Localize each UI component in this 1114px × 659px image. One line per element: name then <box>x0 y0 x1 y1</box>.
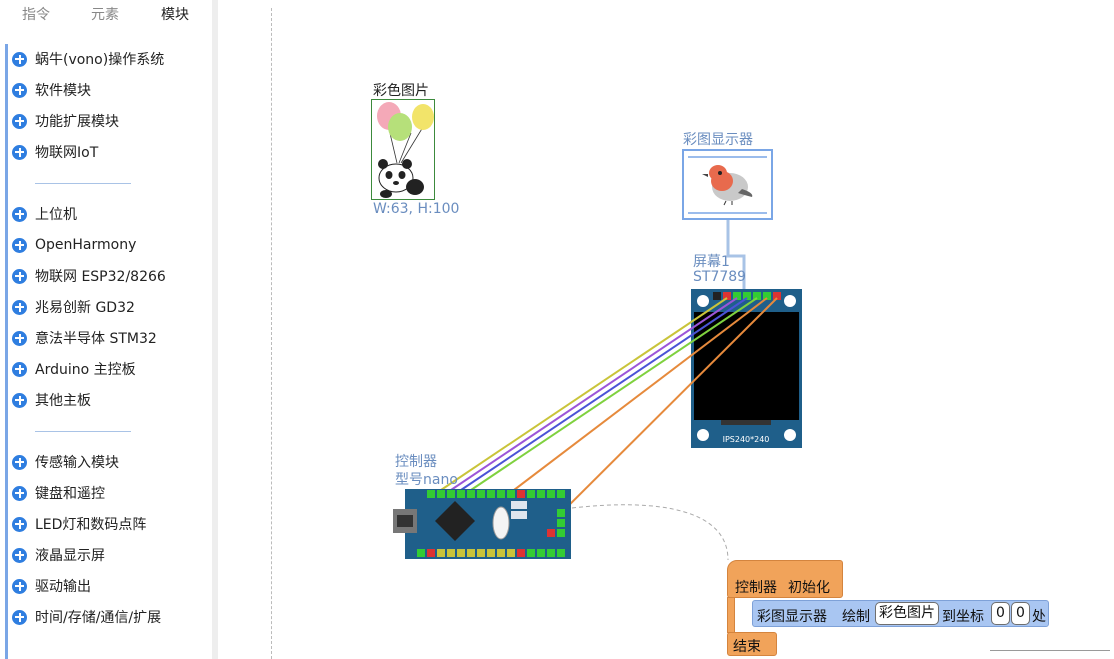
display-screen-link <box>726 220 746 292</box>
expand-plus-icon <box>12 299 27 315</box>
expand-plus-icon <box>12 361 27 377</box>
category-led-matrix[interactable]: LED灯和数码点阵 <box>12 513 146 535</box>
category-host-computer[interactable]: 上位机 <box>12 203 77 225</box>
category-label: 功能扩展模块 <box>35 114 119 130</box>
module-panel: 指令 元素 模块 蜗牛(vono)操作系统 软件模块 功能扩展模块 物联网IoT… <box>0 0 212 659</box>
block-body-rail <box>727 597 735 633</box>
draw-to-label: 到坐标 <box>942 609 984 625</box>
category-label: 蜗牛(vono)操作系统 <box>35 52 165 68</box>
category-iot[interactable]: 物联网IoT <box>12 141 98 163</box>
category-label: 液晶显示屏 <box>35 548 105 564</box>
wire <box>450 297 738 491</box>
category-label: 兆易创新 GD32 <box>35 300 135 316</box>
category-label: 驱动输出 <box>35 579 91 595</box>
expand-plus-icon <box>12 578 27 594</box>
tab-modules[interactable]: 模块 <box>161 7 189 23</box>
category-arduino[interactable]: Arduino 主控板 <box>12 358 136 380</box>
category-lcd[interactable]: 液晶显示屏 <box>12 544 105 566</box>
category-keyboard-remote[interactable]: 键盘和遥控 <box>12 482 105 504</box>
category-label: Arduino 主控板 <box>35 362 136 378</box>
category-label: 时间/存储/通信/扩展 <box>35 610 162 626</box>
expand-plus-icon <box>12 516 27 532</box>
category-label: 键盘和遥控 <box>35 486 105 502</box>
init-action-label: 初始化 <box>788 580 830 596</box>
category-label: LED灯和数码点阵 <box>35 517 147 533</box>
draw-object-label: 彩图显示器 <box>757 609 827 625</box>
category-esp32[interactable]: 物联网 ESP32/8266 <box>12 265 166 287</box>
y-coordinate-slot[interactable]: 0 <box>1011 602 1030 625</box>
screen-model-label: ST7789 <box>693 269 747 285</box>
color-image-component[interactable] <box>371 99 435 200</box>
screen-board-text: IPS240*240 <box>723 435 770 444</box>
category-label: OpenHarmony <box>35 237 137 253</box>
controller-model-label: 型号nano <box>395 472 458 488</box>
tab-elements[interactable]: 元素 <box>91 7 119 23</box>
category-label: 传感输入模块 <box>35 455 119 471</box>
controller-init-block[interactable]: 控制器 初始化 <box>727 560 843 598</box>
display-component-title: 彩图显示器 <box>683 132 753 148</box>
wire <box>460 297 748 491</box>
init-object-label: 控制器 <box>735 580 777 596</box>
category-other-boards[interactable]: 其他主板 <box>12 389 91 411</box>
group-separator <box>35 431 131 432</box>
dashed-link <box>571 504 729 561</box>
expand-plus-icon <box>12 82 27 98</box>
wire <box>470 297 758 491</box>
expand-plus-icon <box>12 268 27 284</box>
category-software-modules[interactable]: 软件模块 <box>12 79 91 101</box>
end-label: 结束 <box>733 639 761 655</box>
expand-plus-icon <box>12 237 27 253</box>
category-label: 物联网IoT <box>35 145 99 161</box>
expand-plus-icon <box>12 547 27 563</box>
category-label: 物联网 ESP32/8266 <box>35 269 166 285</box>
category-vono-os[interactable]: 蜗牛(vono)操作系统 <box>12 48 164 70</box>
controller-name-label: 控制器 <box>395 454 437 470</box>
expand-plus-icon <box>12 113 27 129</box>
expand-plus-icon <box>12 609 27 625</box>
bottom-header-pins <box>417 549 565 557</box>
image-parameter-slot[interactable]: 彩色图片 <box>875 602 939 625</box>
screen-name-label: 屏幕1 <box>693 254 730 270</box>
tab-instructions[interactable]: 指令 <box>22 7 50 23</box>
top-header-pins <box>427 490 565 498</box>
category-time-storage-comm[interactable]: 时间/存储/通信/扩展 <box>12 606 161 628</box>
category-sensor-input[interactable]: 传感输入模块 <box>12 451 119 473</box>
category-label: 其他主板 <box>35 393 91 409</box>
category-label: 意法半导体 STM32 <box>35 331 157 347</box>
panel-resize-edge[interactable] <box>212 0 218 659</box>
expand-plus-icon <box>12 485 27 501</box>
expand-plus-icon <box>12 144 27 160</box>
category-label: 上位机 <box>35 207 77 223</box>
color-display-component[interactable] <box>682 149 774 221</box>
expand-plus-icon <box>12 330 27 346</box>
x-coordinate-slot[interactable]: 0 <box>991 602 1010 625</box>
wire <box>440 297 728 491</box>
expand-plus-icon <box>12 392 27 408</box>
image-component-title: 彩色图片 <box>373 83 429 99</box>
partial-block-bottom <box>990 650 1110 659</box>
category-function-extension[interactable]: 功能扩展模块 <box>12 110 119 132</box>
expand-plus-icon <box>12 51 27 67</box>
group-separator <box>35 183 131 184</box>
image-size-label: W:63, H:100 <box>373 201 460 217</box>
category-label: 软件模块 <box>35 83 91 99</box>
category-openharmony[interactable]: OpenHarmony <box>12 234 136 256</box>
arduino-nano-board[interactable] <box>391 487 573 561</box>
category-drive-output[interactable]: 驱动输出 <box>12 575 91 597</box>
draw-verb-label: 绘制 <box>842 609 870 625</box>
expand-plus-icon <box>12 206 27 222</box>
category-gd32[interactable]: 兆易创新 GD32 <box>12 296 135 318</box>
canvas-divider <box>271 8 272 659</box>
tab-bar: 指令 元素 模块 <box>0 0 212 28</box>
category-stm32[interactable]: 意法半导体 STM32 <box>12 327 157 349</box>
end-block[interactable]: 结束 <box>727 632 777 656</box>
expand-plus-icon <box>12 454 27 470</box>
draw-image-block[interactable]: 彩图显示器 绘制 彩色图片 到坐标 0 0 处 <box>752 600 1049 627</box>
panel-accent-bar <box>5 44 8 659</box>
draw-end-word: 处 <box>1032 609 1046 625</box>
